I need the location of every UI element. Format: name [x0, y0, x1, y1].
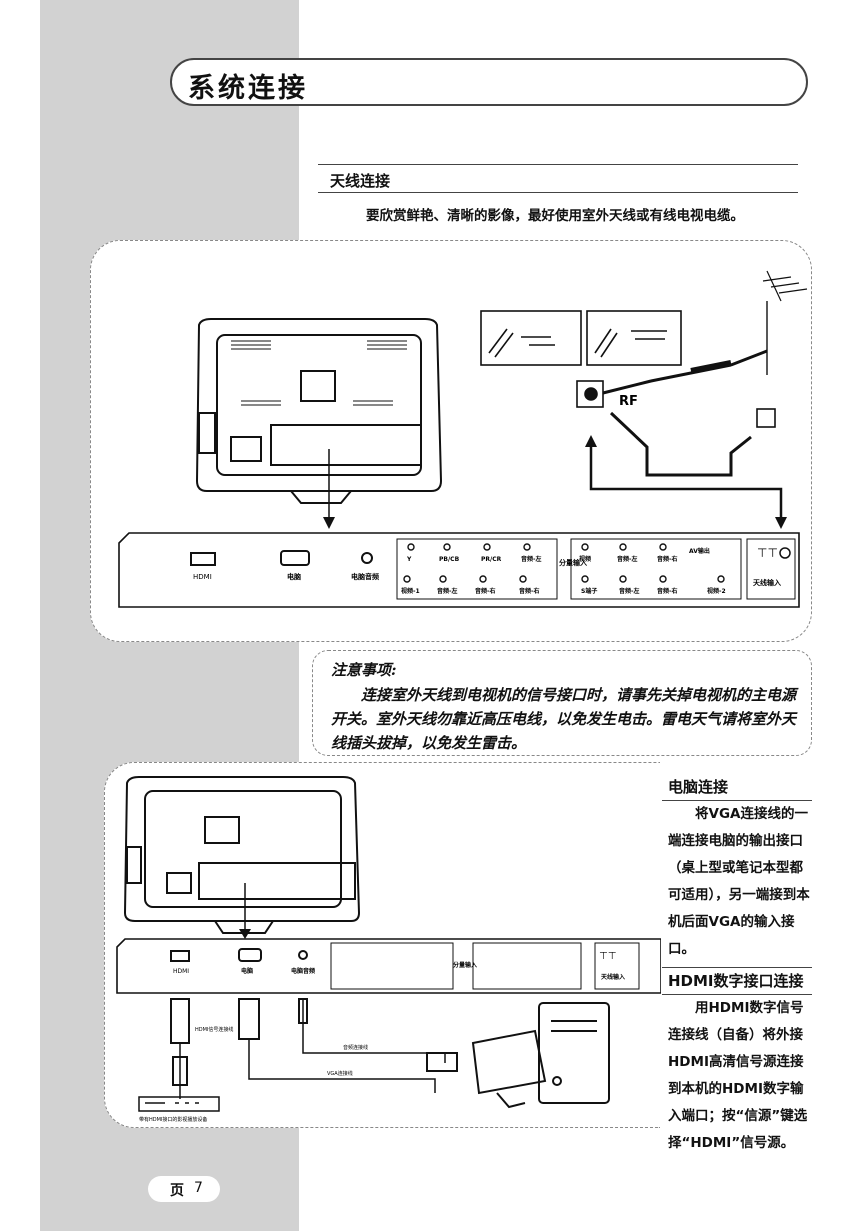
caution-title: 注意事项: [331, 661, 397, 679]
hdmi-connect-heading: HDMI数字接口连接 [662, 967, 812, 995]
port-label: HDMI [193, 573, 212, 581]
pc-hdmi-diagram: HDMI 电脑 电脑音频 分量输入 ⊤⊤ 天线输入 HDMI信号连接线 音频连接… [116, 776, 661, 1123]
arrow-down-icon [323, 517, 335, 529]
hdmi-port-icon [190, 552, 216, 566]
antenna-symbol-icon: ⊤⊤ [757, 546, 778, 560]
cable-label: VGA连接线 [327, 1070, 353, 1077]
port-label: PR/CR [481, 556, 502, 563]
page-title-banner: 系统连接 [170, 58, 808, 106]
page-number: 7 [194, 1180, 203, 1196]
antenna-heading: 天线连接 [330, 172, 391, 190]
port-label: 音频-右 [519, 587, 540, 595]
antenna-symbol-icon: ⊤⊤ [599, 951, 616, 962]
antenna-diagram: RF HDMI 电脑 电脑音频 Y PB/CB PR/CR 音频-左 视频-1 … [118, 270, 808, 608]
cable-label: 音频连接线 [343, 1044, 368, 1051]
port-label: 音频-左 [617, 555, 638, 563]
port-label: PB/CB [439, 556, 460, 563]
device-label: 带有HDMI接口的影视播放设备 [139, 1116, 207, 1123]
port-label: HDMI [173, 968, 189, 975]
rf-label: RF [619, 394, 638, 409]
port-label: 音频-右 [657, 587, 678, 595]
antenna-connection-illustration [480, 270, 808, 477]
signal-path [589, 441, 783, 523]
page-word: 页 [170, 1183, 184, 1199]
port-label: 电脑音频 [291, 967, 315, 975]
hdmi-port-icon [170, 950, 190, 962]
pc-connect-section: 电脑连接 将VGA连接线的一端连接电脑的输出接口（桌上型或笔记本型都可适用），另… [662, 776, 812, 1157]
arrow-down-icon [775, 517, 787, 529]
port-label: 音频-左 [521, 555, 542, 563]
page-number-badge: 页 7 [148, 1176, 220, 1202]
caution-body: 连接室外天线到电视机的信号接口时，请事先关掉电视机的主电源开关。室外天线勿靠近高… [331, 686, 797, 752]
port-label: 音频-左 [619, 587, 640, 595]
divider [318, 192, 798, 193]
port-label: Y [406, 556, 412, 563]
pc-connect-heading: 电脑连接 [662, 776, 812, 801]
port-label: 视频-1 [401, 587, 420, 595]
antenna-diagram-panel: RF HDMI 电脑 电脑音频 Y PB/CB PR/CR 音频-左 视频-1 … [90, 240, 812, 642]
port-label: 音频-右 [475, 587, 496, 595]
port-label: 天线输入 [601, 973, 625, 981]
tv-rear-illustration [123, 776, 361, 934]
page-title: 系统连接 [188, 73, 308, 104]
port-label: 天线输入 [753, 578, 781, 587]
antenna-intro: 要欣赏鲜艳、清晰的影像，最好使用室外天线或有线电视电缆。 [366, 208, 744, 224]
port-label: 音频-左 [437, 587, 458, 595]
port-label: S端子 [581, 587, 597, 595]
audio-jack-icon [298, 950, 308, 960]
port-label: 分量输入 [559, 558, 587, 567]
divider [318, 164, 798, 165]
audio-jack-icon [361, 552, 373, 564]
arrow-down-icon [239, 929, 251, 939]
tv-rear-illustration [195, 318, 443, 504]
dvd-player-illustration [138, 1096, 220, 1112]
connector-panel: HDMI 电脑 电脑音频 Y PB/CB PR/CR 音频-左 视频-1 音频-… [118, 532, 800, 608]
computer-illustration [426, 1002, 610, 1109]
port-label: 电脑音频 [351, 572, 379, 581]
port-label: 电脑 [287, 572, 301, 581]
connector-panel: HDMI 电脑 电脑音频 分量输入 ⊤⊤ 天线输入 [116, 938, 661, 994]
vga-port-icon [280, 550, 310, 566]
port-label: 分量输入 [453, 961, 477, 969]
port-label: 音频-右 [657, 555, 678, 563]
port-label: AV输出 [689, 547, 710, 555]
hdmi-connect-body: 用HDMI数字信号连接线（自备）将外接HDMI高清信号源连接到本机的HDMI数字… [668, 1000, 808, 1151]
pc-hdmi-diagram-panel: HDMI 电脑 电脑音频 分量输入 ⊤⊤ 天线输入 HDMI信号连接线 音频连接… [104, 762, 661, 1128]
vga-port-icon [238, 948, 262, 962]
pc-connect-body: 将VGA连接线的一端连接电脑的输出接口（桌上型或笔记本型都可适用），另一端接到本… [668, 806, 810, 957]
port-label: 视频 [579, 555, 591, 563]
port-label: 视频-2 [707, 587, 726, 595]
caution-note: 注意事项: 连接室外天线到电视机的信号接口时，请事先关掉电视机的主电源开关。室外… [312, 650, 812, 756]
port-label: 电脑 [241, 967, 253, 975]
cable-label: HDMI信号连接线 [195, 1026, 233, 1033]
arrow-up-icon [585, 435, 597, 447]
